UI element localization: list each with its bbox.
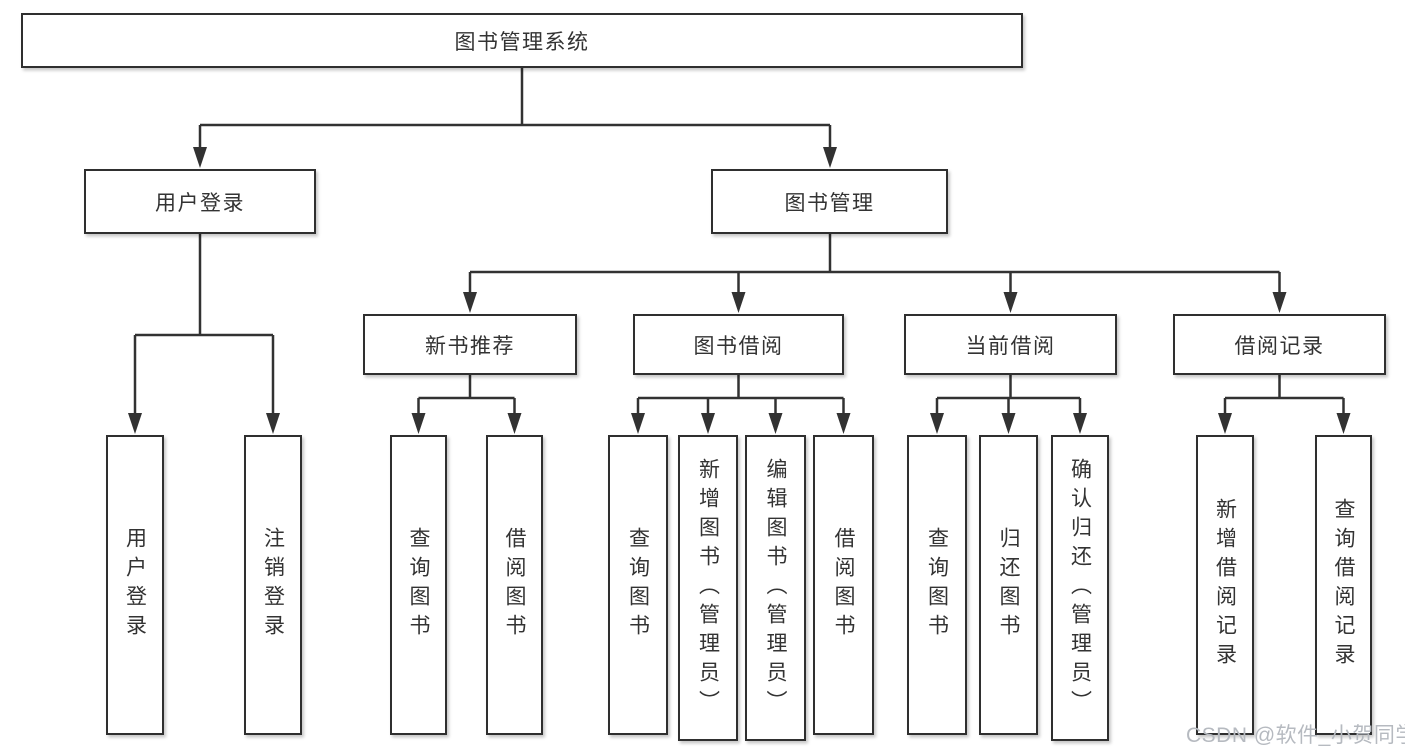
csdn-watermark: CSDN @软件_小贺同学 [1186, 724, 1405, 747]
connector-borrowing-to-leaves [636, 375, 845, 415]
node-library-management-system: 图书管理系统 [21, 13, 1023, 68]
arrowhead [266, 413, 280, 434]
arrowhead [1336, 413, 1351, 434]
arrowhead [768, 413, 783, 434]
connector-records-to-leaves [1223, 375, 1345, 415]
leaf-add-books-admin: 新增图书（管理员） [678, 435, 738, 741]
arrowhead [1001, 413, 1016, 434]
leaf-query-books-current: 查询图书 [907, 435, 967, 735]
leaf-query-borrow-record: 查询借阅记录 [1315, 435, 1372, 735]
connector-book-management-to-level3 [468, 234, 1281, 294]
arrowhead [836, 413, 851, 434]
leaf-query-books-borrowing: 查询图书 [608, 435, 668, 735]
leaf-logout: 注销登录 [244, 435, 302, 735]
leaf-confirm-return-admin: 确认归还（管理员） [1051, 435, 1109, 741]
node-book-borrowing: 图书借阅 [633, 314, 844, 375]
leaf-borrow-books-recommend: 借阅图书 [486, 435, 543, 735]
leaf-borrow-books-borrowing: 借阅图书 [813, 435, 874, 735]
node-current-borrowing: 当前借阅 [904, 314, 1117, 375]
leaf-user-login: 用户登录 [106, 435, 164, 735]
connector-user-login-to-leaves [133, 234, 275, 415]
arrowhead [411, 413, 426, 434]
arrowhead [701, 413, 715, 434]
arrowhead [823, 147, 837, 168]
arrowhead [1003, 292, 1018, 313]
node-user-login: 用户登录 [84, 169, 316, 234]
leaf-return-books: 归还图书 [979, 435, 1038, 735]
arrowhead [1218, 413, 1232, 434]
arrowhead [507, 413, 522, 434]
arrowhead [1272, 292, 1287, 313]
leaf-edit-books-admin: 编辑图书（管理员） [745, 435, 806, 741]
node-borrowing-records: 借阅记录 [1173, 314, 1386, 375]
node-new-book-recommendation: 新书推荐 [363, 314, 577, 375]
node-book-management: 图书管理 [711, 169, 948, 234]
arrowhead [463, 292, 477, 313]
arrowhead [731, 292, 746, 313]
arrowhead [128, 413, 142, 434]
leaf-add-borrow-record: 新增借阅记录 [1196, 435, 1254, 735]
arrowhead [631, 413, 645, 434]
leaf-query-books-recommend: 查询图书 [390, 435, 447, 735]
arrowhead [1073, 413, 1087, 434]
connector-recommendation-to-leaves [417, 375, 516, 415]
arrowhead [193, 147, 207, 168]
arrowhead [930, 413, 944, 434]
connector-current-to-leaves [935, 375, 1082, 415]
connector-root-to-level2 [198, 68, 832, 149]
